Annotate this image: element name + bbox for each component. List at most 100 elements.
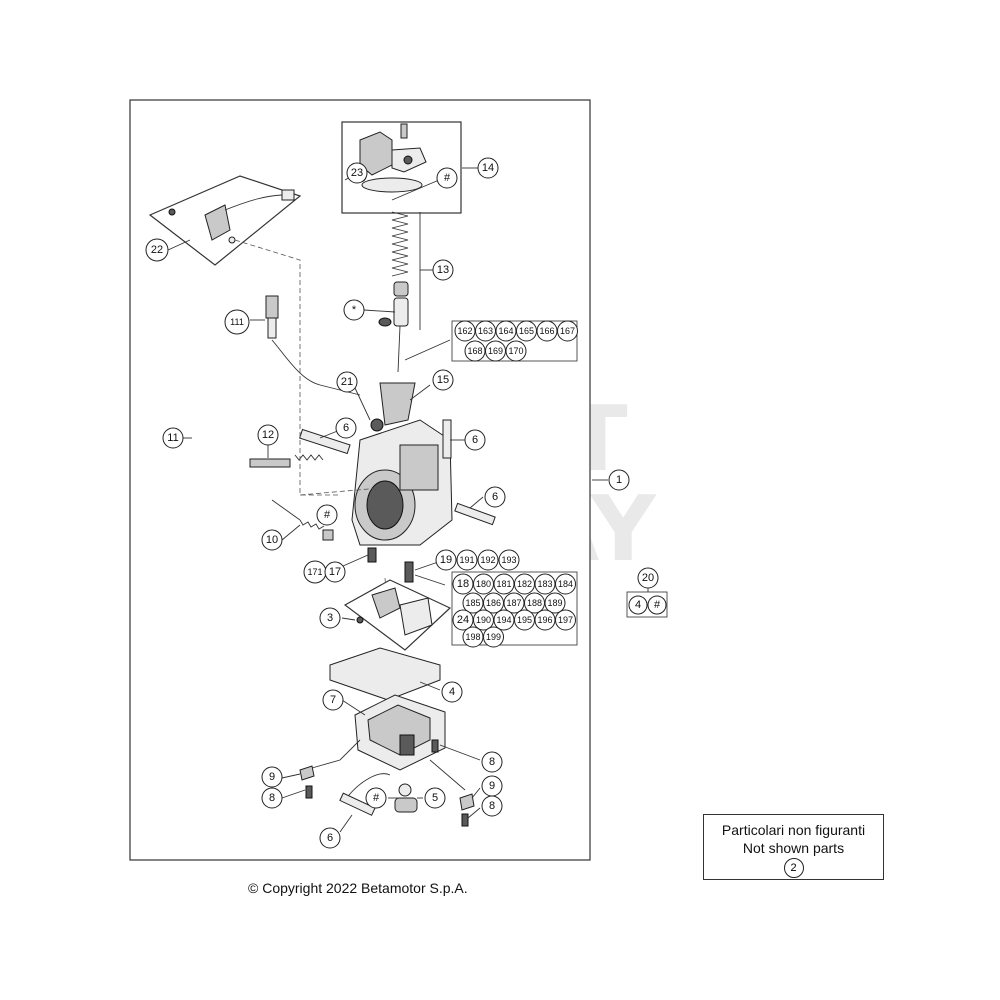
callout-hash-top[interactable]: # [436,167,458,189]
callout-165[interactable]: 165 [516,320,537,342]
svg-text:168: 168 [467,346,482,356]
callout-hash-bottom[interactable]: # [365,787,387,809]
not-shown-english-label: Not shown parts [742,840,845,856]
callout-1[interactable]: 1 [608,469,630,491]
svg-text:164: 164 [498,326,513,336]
callout-13[interactable]: 13 [432,259,454,281]
svg-text:5: 5 [432,792,438,804]
callout-12[interactable]: 12 [257,424,279,446]
svg-text:23: 23 [351,167,363,179]
callout-10[interactable]: 10 [261,529,283,551]
svg-text:182: 182 [517,579,532,589]
callout-19[interactable]: 19 [435,549,457,571]
callout-195[interactable]: 195 [514,609,535,631]
callout-20-4[interactable]: 4 [628,595,648,615]
svg-text:196: 196 [537,615,552,625]
callout-193[interactable]: 193 [498,549,520,571]
carburetor-body [249,382,496,583]
svg-text:192: 192 [480,555,495,565]
svg-text:6: 6 [327,832,333,844]
callout-8-right-upper[interactable]: 8 [481,751,503,773]
svg-text:194: 194 [496,615,511,625]
callout-169[interactable]: 169 [485,340,506,362]
callout-166[interactable]: 166 [536,320,558,342]
callout-111[interactable]: 111 [224,309,250,335]
callout-197[interactable]: 197 [555,609,576,631]
svg-text:185: 185 [465,598,480,608]
callout-14[interactable]: 14 [477,157,499,179]
svg-text:17: 17 [329,566,341,578]
callout-198[interactable]: 198 [462,626,484,648]
callout-183[interactable]: 183 [534,573,556,595]
callout-184[interactable]: 184 [555,573,576,595]
callout-23[interactable]: 23 [346,162,368,184]
callout-4[interactable]: 4 [441,681,463,703]
callout-188[interactable]: 188 [524,592,545,614]
copyright-text: © Copyright 2022 Betamotor S.p.A. [248,880,468,896]
callout-7[interactable]: 7 [322,689,344,711]
callout-167[interactable]: 167 [557,320,578,342]
callout-6-bottom[interactable]: 6 [319,827,341,849]
callout-162[interactable]: 162 [454,320,476,342]
callout-181[interactable]: 181 [493,573,515,595]
callout-20-hash[interactable]: # [647,595,667,615]
svg-text:1: 1 [616,474,622,486]
callout-185[interactable]: 185 [462,592,484,614]
callout-194[interactable]: 194 [493,609,515,631]
callout-180[interactable]: 180 [473,573,494,595]
svg-text:20: 20 [642,572,654,584]
callout-3[interactable]: 3 [319,607,341,629]
svg-text:8: 8 [489,756,495,768]
svg-text:186: 186 [486,598,501,608]
callout-192[interactable]: 192 [477,549,499,571]
callout-196[interactable]: 196 [534,609,556,631]
svg-text:11: 11 [167,432,178,444]
callout-17[interactable]: 17 [324,561,346,583]
callout-5[interactable]: 5 [424,787,446,809]
callout-22[interactable]: 22 [145,238,169,262]
svg-text:195: 195 [517,615,532,625]
callout-20[interactable]: 20 [637,567,659,589]
callout-163[interactable]: 163 [475,320,496,342]
callout-15[interactable]: 15 [432,369,454,391]
not-shown-part-callout[interactable]: 2 [783,858,804,878]
svg-text:24: 24 [457,614,469,626]
callout-186[interactable]: 186 [483,592,504,614]
callout-star[interactable]: * [343,299,365,321]
callout-171[interactable]: 171 [303,560,327,584]
float-chamber-gasket [329,647,441,701]
callout-182[interactable]: 182 [514,573,535,595]
callout-8-right-lower[interactable]: 8 [481,795,503,817]
callout-168[interactable]: 168 [464,340,486,362]
callout-6-upper-left[interactable]: 6 [335,417,357,439]
svg-text:8: 8 [269,792,275,804]
callout-191[interactable]: 191 [456,549,478,571]
spring [378,211,409,373]
svg-text:6: 6 [472,434,478,446]
svg-text:162: 162 [457,326,472,336]
svg-text:10: 10 [266,534,278,546]
svg-text:165: 165 [519,326,534,336]
callout-189[interactable]: 189 [544,592,566,614]
callout-170[interactable]: 170 [505,340,527,362]
callout-24[interactable]: 24 [452,609,474,631]
dashed-guide-1 [234,239,340,496]
float-bowl [354,694,446,771]
dashed-guide-2 [299,487,381,496]
callout-21[interactable]: 21 [336,371,358,393]
svg-text:4: 4 [635,599,641,611]
callout-hash-mixture[interactable]: # [316,504,338,526]
svg-text:#: # [324,509,331,521]
callout-199[interactable]: 199 [483,626,504,648]
callout-9-right[interactable]: 9 [481,775,503,797]
callout-8-left[interactable]: 8 [261,787,283,809]
callout-6-mid-right[interactable]: 6 [484,486,506,508]
svg-text:181: 181 [496,579,511,589]
callout-18[interactable]: 18 [452,573,474,595]
callout-9-left[interactable]: 9 [261,766,283,788]
callout-11[interactable]: 11 [162,427,184,449]
callout-6-upper-right[interactable]: 6 [464,429,486,451]
callout-164[interactable]: 164 [495,320,517,342]
